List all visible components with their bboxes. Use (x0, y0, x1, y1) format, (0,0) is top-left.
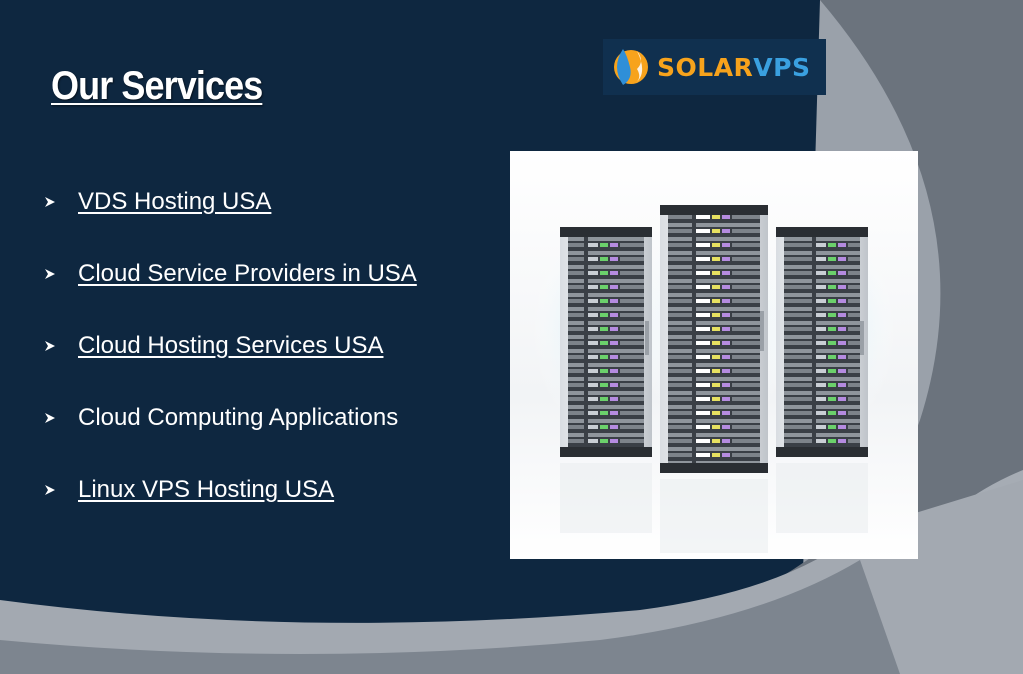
list-item: VDS Hosting USA (44, 166, 417, 238)
solarvps-logo: SOLARVPS (603, 39, 826, 95)
logo-text-solar: SOLAR (657, 52, 754, 82)
arrow-bullet-icon (45, 485, 55, 495)
service-link-vds-hosting[interactable]: VDS Hosting USA (78, 188, 272, 215)
service-link-cloud-providers[interactable]: Cloud Service Providers in USA (78, 260, 417, 287)
arrow-bullet-icon (45, 269, 55, 279)
solarvps-swirl-icon (614, 49, 648, 85)
arrow-bullet-icon (45, 413, 55, 423)
service-link-linux-vps[interactable]: Linux VPS Hosting USA (78, 476, 335, 503)
list-item: Cloud Service Providers in USA (44, 238, 417, 310)
logo-text: SOLARVPS (657, 53, 810, 82)
service-text-cloud-computing: Cloud Computing Applications (78, 404, 399, 431)
server-racks-photo (510, 151, 918, 559)
server-racks-illustration (510, 151, 918, 559)
arrow-bullet-icon (45, 197, 55, 207)
arrow-bullet-icon (45, 341, 55, 351)
list-item: Linux VPS Hosting USA (44, 454, 417, 526)
services-list: VDS Hosting USA Cloud Service Providers … (44, 166, 417, 526)
page-title: Our Services (51, 64, 263, 108)
list-item: Cloud Hosting Services USA (44, 310, 417, 382)
list-item: Cloud Computing Applications (44, 382, 417, 454)
logo-text-vps: VPS (753, 52, 811, 82)
service-link-cloud-hosting[interactable]: Cloud Hosting Services USA (78, 332, 384, 359)
